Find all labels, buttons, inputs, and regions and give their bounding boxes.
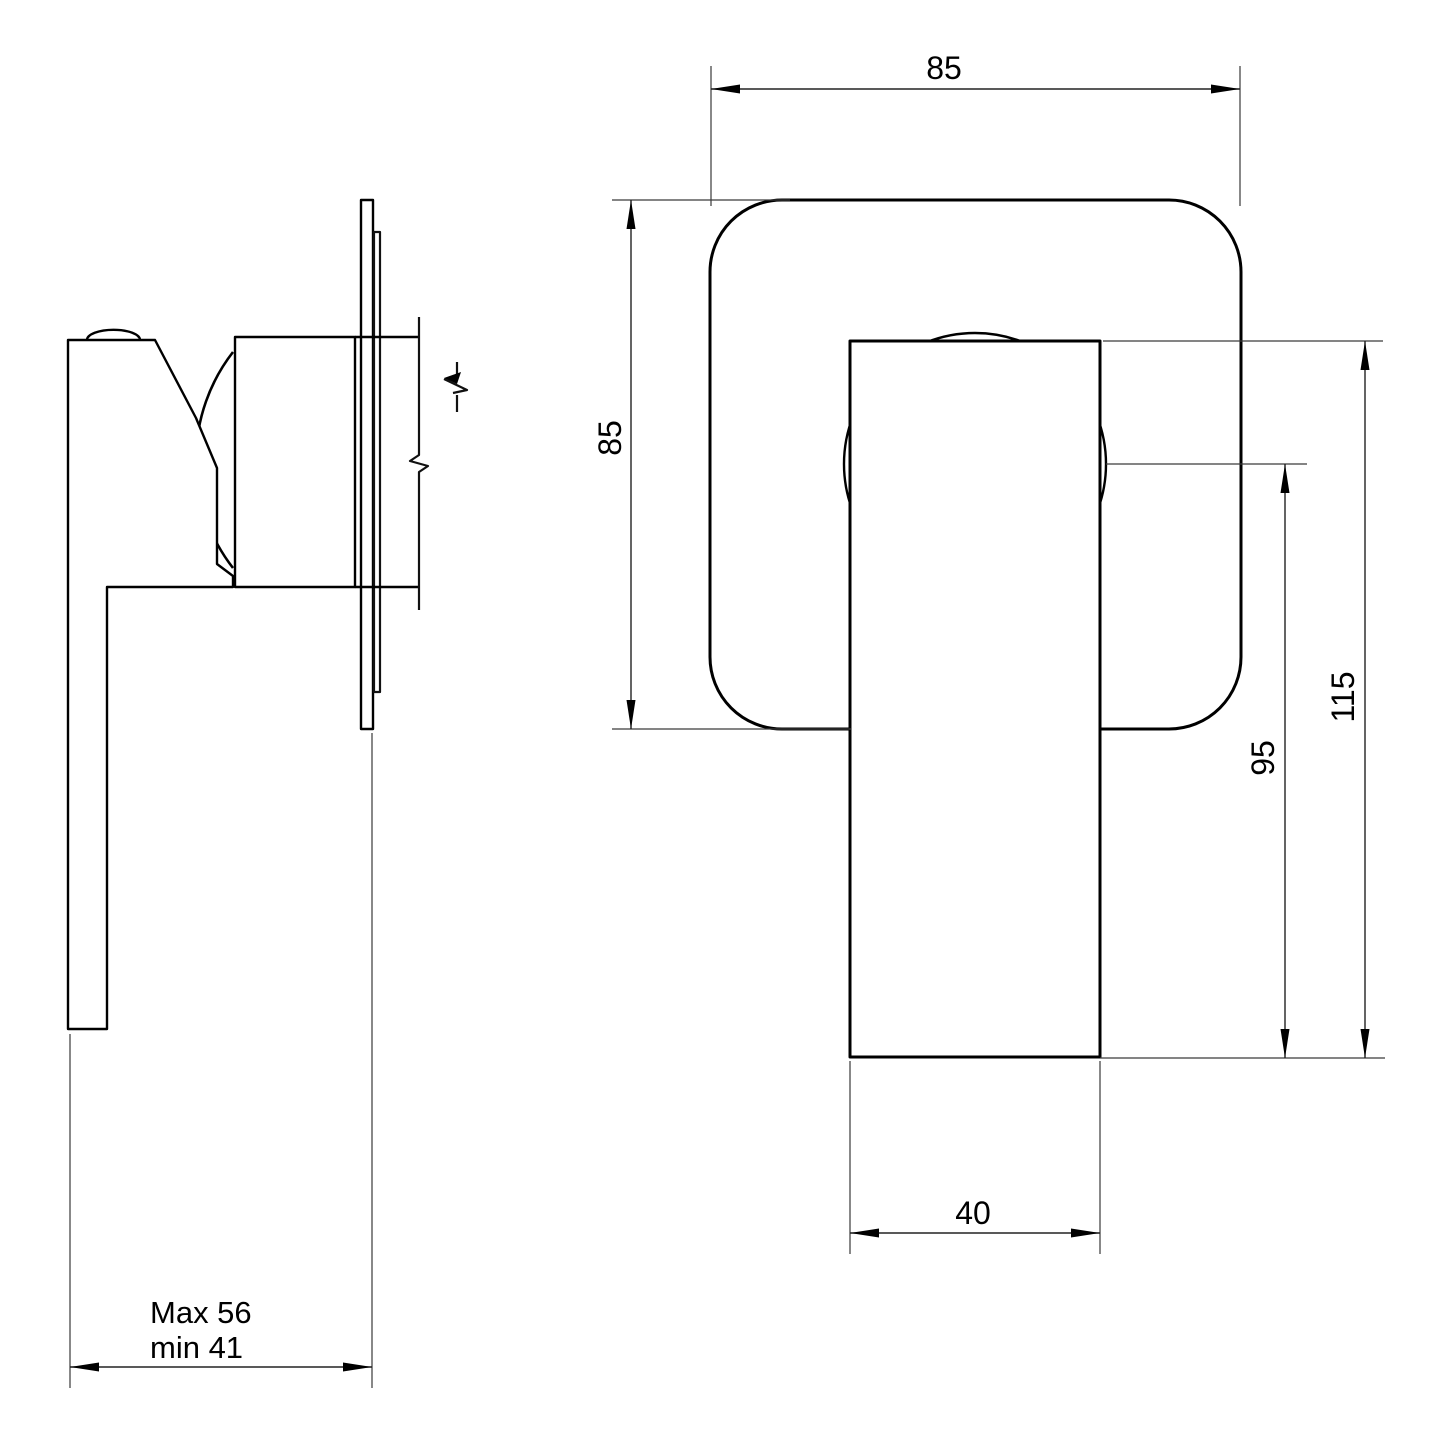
dim-axis-to-handle-end-label: 95	[1245, 740, 1281, 776]
arrowhead-down	[1280, 1029, 1290, 1058]
dim-plate-width: 85	[710, 50, 1241, 206]
dim-mounting-depth-min-label: min 41	[150, 1330, 243, 1365]
arrowhead-right	[1211, 84, 1240, 94]
arrowhead-down	[1360, 1029, 1370, 1058]
dim-handle-overall-height: 115	[1100, 340, 1385, 1059]
dim-mounting-depth-max-label: Max 56	[150, 1295, 252, 1330]
arrowhead-left	[711, 84, 740, 94]
dim-handle-overall-height-label: 115	[1325, 671, 1361, 722]
side-view	[66, 198, 469, 1031]
wall-plate-edge	[359, 198, 375, 731]
dim-axis-to-handle-end: 95	[1106, 463, 1307, 1058]
wall-break-symbol-tick	[444, 372, 461, 384]
dim-handle-width: 40	[849, 1061, 1101, 1254]
side-handle-lever	[66, 338, 235, 1031]
arrowhead-up	[626, 200, 636, 229]
arrowhead-up	[1280, 464, 1290, 493]
dim-plate-height: 85	[592, 199, 851, 730]
dim-plate-width-label: 85	[926, 50, 962, 86]
wall-plate-back-ring	[372, 230, 382, 694]
dim-plate-height-label: 85	[592, 420, 628, 456]
dim-handle-width-label: 40	[955, 1195, 991, 1231]
valve-body	[233, 335, 357, 589]
front-handle	[848, 339, 1102, 1059]
wall-surface-line	[408, 317, 430, 610]
arrowhead-down	[626, 700, 636, 729]
front-view	[708, 198, 1243, 1059]
arrowhead-left	[70, 1362, 99, 1372]
arrowhead-left	[850, 1228, 879, 1238]
arrowhead-right	[343, 1362, 372, 1372]
arrowhead-up	[1360, 341, 1370, 370]
side-pivot-dome	[85, 328, 142, 341]
dim-mounting-depth: Max 56 min 41	[69, 733, 373, 1388]
wall-break-symbol	[443, 362, 469, 412]
arrowhead-right	[1071, 1228, 1100, 1238]
